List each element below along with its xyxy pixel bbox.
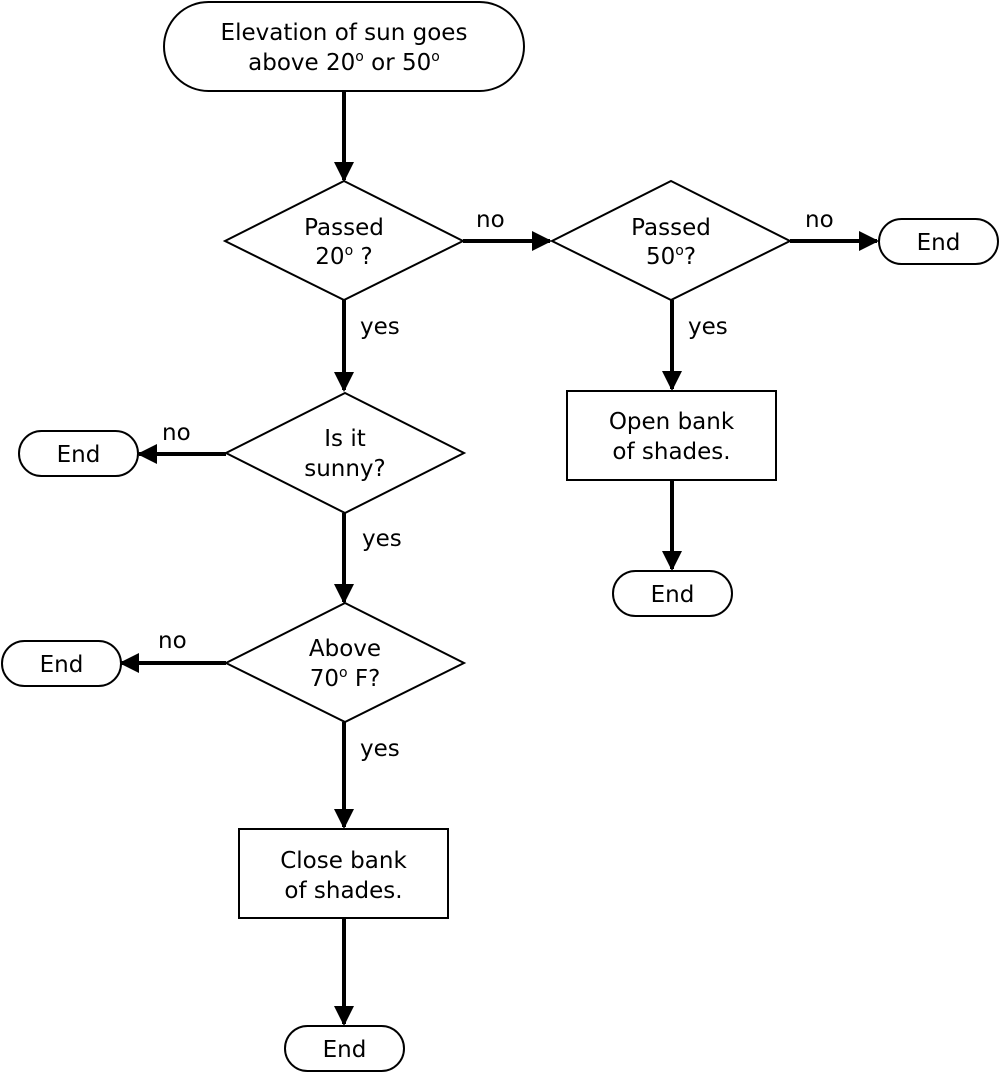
decision-above70-line2: 70o F?	[310, 665, 381, 692]
edge-label-passed20-yes: yes	[360, 314, 400, 340]
connectors	[119, 92, 879, 1026]
decision-passed-50: Passed 50o?	[549, 179, 793, 302]
process-open-line2: of shades.	[612, 439, 730, 465]
process-open-line1: Open bank	[609, 409, 735, 435]
process-close-bank: Close bank of shades.	[238, 828, 449, 919]
end-label: End	[323, 1037, 367, 1063]
edge-label-passed50-yes: yes	[688, 314, 728, 340]
edge-label-sunny-yes: yes	[362, 526, 402, 552]
edge-label-above70-no: no	[158, 628, 187, 654]
edge-labels: no no yes yes no yes no yes	[158, 207, 834, 762]
end-terminal-close: End	[284, 1025, 405, 1072]
end-label: End	[651, 582, 695, 608]
end-terminal-top-right: End	[878, 218, 999, 265]
end-terminal-above70-no: End	[1, 640, 122, 687]
process-open-bank: Open bank of shades.	[566, 390, 777, 481]
decision-passed-50-line2: 50o?	[646, 243, 696, 270]
decision-above70-line1: Above	[309, 636, 381, 662]
decision-above-70: Above 70o F?	[223, 601, 467, 724]
end-terminal-open: End	[612, 570, 733, 617]
end-label: End	[917, 230, 961, 256]
end-terminal-sunny-no: End	[18, 430, 139, 477]
decision-passed-50-line1: Passed	[631, 215, 711, 241]
start-label-line1: Elevation of sun goes	[221, 20, 468, 46]
decision-is-it-sunny: Is it sunny?	[223, 391, 467, 515]
decision-sunny-line1: Is it	[324, 426, 366, 452]
start-label-line2: above 20o or 50o	[248, 49, 440, 76]
edge-label-above70-yes: yes	[360, 736, 400, 762]
process-close-line2: of shades.	[284, 878, 402, 904]
end-label: End	[57, 442, 101, 468]
end-label: End	[40, 652, 84, 678]
decision-passed-20-line2: 20o ?	[315, 243, 372, 270]
start-terminal: Elevation of sun goes above 20o or 50o	[163, 1, 525, 92]
decision-passed-20-line1: Passed	[304, 215, 384, 241]
edge-label-passed50-no: no	[805, 207, 834, 233]
edge-label-sunny-no: no	[162, 420, 191, 446]
decision-passed-20: Passed 20o ?	[222, 179, 466, 302]
edge-label-passed20-no: no	[476, 207, 505, 233]
process-close-line1: Close bank	[280, 848, 407, 874]
decision-sunny-line2: sunny?	[304, 456, 386, 482]
